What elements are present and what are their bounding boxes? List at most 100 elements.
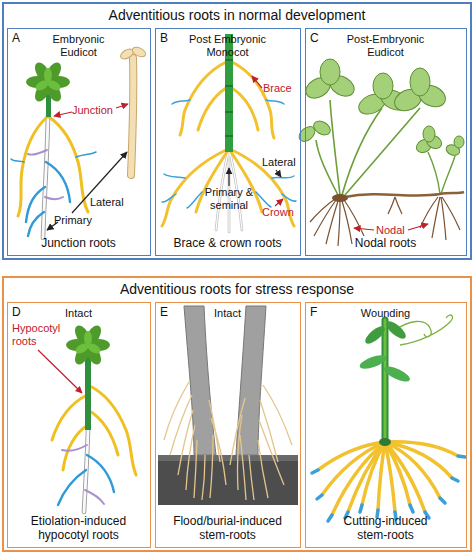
leader-arrow — [54, 112, 72, 116]
lateral-root — [46, 162, 70, 202]
callout-label: Nodal — [376, 224, 405, 237]
panel-caption: Brace & crown roots — [158, 236, 298, 250]
panel-caption: Junction roots — [9, 236, 149, 250]
lateral-root — [76, 152, 96, 157]
callout-label: Lateral — [90, 196, 124, 209]
strawberry-plant — [296, 59, 464, 246]
seedling — [131, 58, 133, 175]
panel-caption: Nodal roots — [311, 236, 461, 250]
panel-box: BPost Embryonic MonocotBrace & crown roo… — [155, 28, 301, 256]
lateral-root — [11, 152, 96, 236]
callout-label: Primary — [54, 214, 92, 227]
lateral-root — [172, 100, 190, 104]
stem-root — [318, 442, 458, 515]
brace-root — [198, 88, 226, 130]
panel-title: Post Embryonic Monocot — [184, 33, 272, 59]
leaflet — [423, 126, 435, 142]
root-tip — [312, 456, 465, 521]
soil — [158, 455, 298, 505]
flooded-stems — [236, 306, 266, 455]
maize-plant — [162, 34, 296, 232]
leader-arrow — [354, 228, 374, 230]
root-tip — [328, 515, 332, 521]
panel-caption: Flood/burial-induced stem-roots — [163, 514, 293, 542]
leader-arrow — [228, 168, 229, 186]
root-tip — [458, 456, 465, 457]
cutting — [363, 323, 388, 346]
rosette — [44, 68, 52, 82]
hypocotyl — [85, 352, 91, 430]
lateral-root — [62, 445, 104, 504]
lateral-root — [282, 194, 296, 201]
leader-arrow — [47, 104, 128, 230]
lateral-root — [256, 192, 271, 207]
leader-arrow — [252, 76, 262, 88]
panel-title: Post-Embryonic Eudicot — [340, 33, 432, 59]
leaflet — [373, 73, 393, 99]
lateral-root — [266, 100, 284, 104]
panel-box: FWoundingCutting-induced stem-roots — [305, 302, 467, 548]
panel-title: Intact — [188, 307, 268, 320]
root-tip — [317, 495, 322, 499]
cutting — [358, 353, 388, 372]
stem-root — [385, 442, 458, 456]
callus — [379, 438, 391, 446]
lateral-root — [28, 150, 63, 199]
panel-title: Intact — [39, 307, 119, 320]
panel-letter: E — [160, 305, 168, 319]
stem-node — [225, 135, 233, 137]
leader-arrow — [275, 199, 283, 206]
leaflet — [410, 68, 430, 96]
junction-root — [18, 117, 88, 216]
stem-node — [225, 85, 233, 87]
callout-label: Junction — [72, 104, 113, 117]
root-tip — [360, 505, 362, 512]
section-band: Adventitious roots for stress responseDI… — [2, 276, 472, 552]
stem-root — [332, 442, 385, 515]
leaflet — [320, 59, 340, 85]
lateral-root — [272, 176, 294, 178]
leader-arrow — [276, 170, 281, 177]
strawberry-plant — [428, 152, 455, 194]
lateral-root — [11, 159, 24, 162]
arabidopsis-plant — [11, 60, 96, 238]
hypocotyl-root — [63, 425, 88, 470]
lateral-root — [28, 150, 47, 155]
section-heading: Adventitious roots for stress response — [4, 281, 470, 298]
section-heading: Adventitious roots in normal development — [4, 7, 470, 24]
lateral-root — [85, 490, 104, 504]
panel-box: E IntactFlood/burial-induced stem-roots — [155, 302, 301, 548]
stem-node — [225, 59, 233, 61]
seedling — [131, 58, 133, 175]
stem-root — [348, 442, 385, 512]
stem-root — [164, 382, 292, 500]
flooded-stems — [184, 306, 216, 455]
lateral-root — [164, 174, 185, 178]
panel-letter: C — [310, 31, 319, 45]
callout-label: Primary & seminal — [201, 186, 257, 212]
lateral-root — [45, 197, 63, 199]
leader-arrow — [408, 224, 428, 230]
brace-root — [180, 62, 226, 135]
panel-caption: Etiolation-induced hypocotyl roots — [19, 514, 139, 542]
arabidopsis-plant — [43, 116, 48, 238]
cutting — [384, 318, 409, 341]
panel-title: Wounding — [346, 307, 426, 320]
lateral-root — [87, 455, 114, 492]
root-tip — [410, 505, 413, 512]
lateral-root — [187, 192, 202, 208]
hypocotyl-root — [88, 410, 118, 455]
callout-label: Crown — [262, 206, 294, 219]
arabidopsis-plant — [43, 116, 48, 238]
root-tip — [440, 498, 445, 503]
cutting — [384, 320, 387, 442]
panel-title: Embryonic Eudicot — [44, 33, 114, 59]
leader-arrow — [38, 350, 82, 393]
leaflet — [311, 118, 333, 137]
lateral-root — [58, 455, 114, 505]
lateral-root — [28, 212, 44, 236]
stolon — [345, 192, 464, 197]
hypocotyl-root — [52, 395, 87, 440]
lateral-root — [62, 445, 87, 451]
